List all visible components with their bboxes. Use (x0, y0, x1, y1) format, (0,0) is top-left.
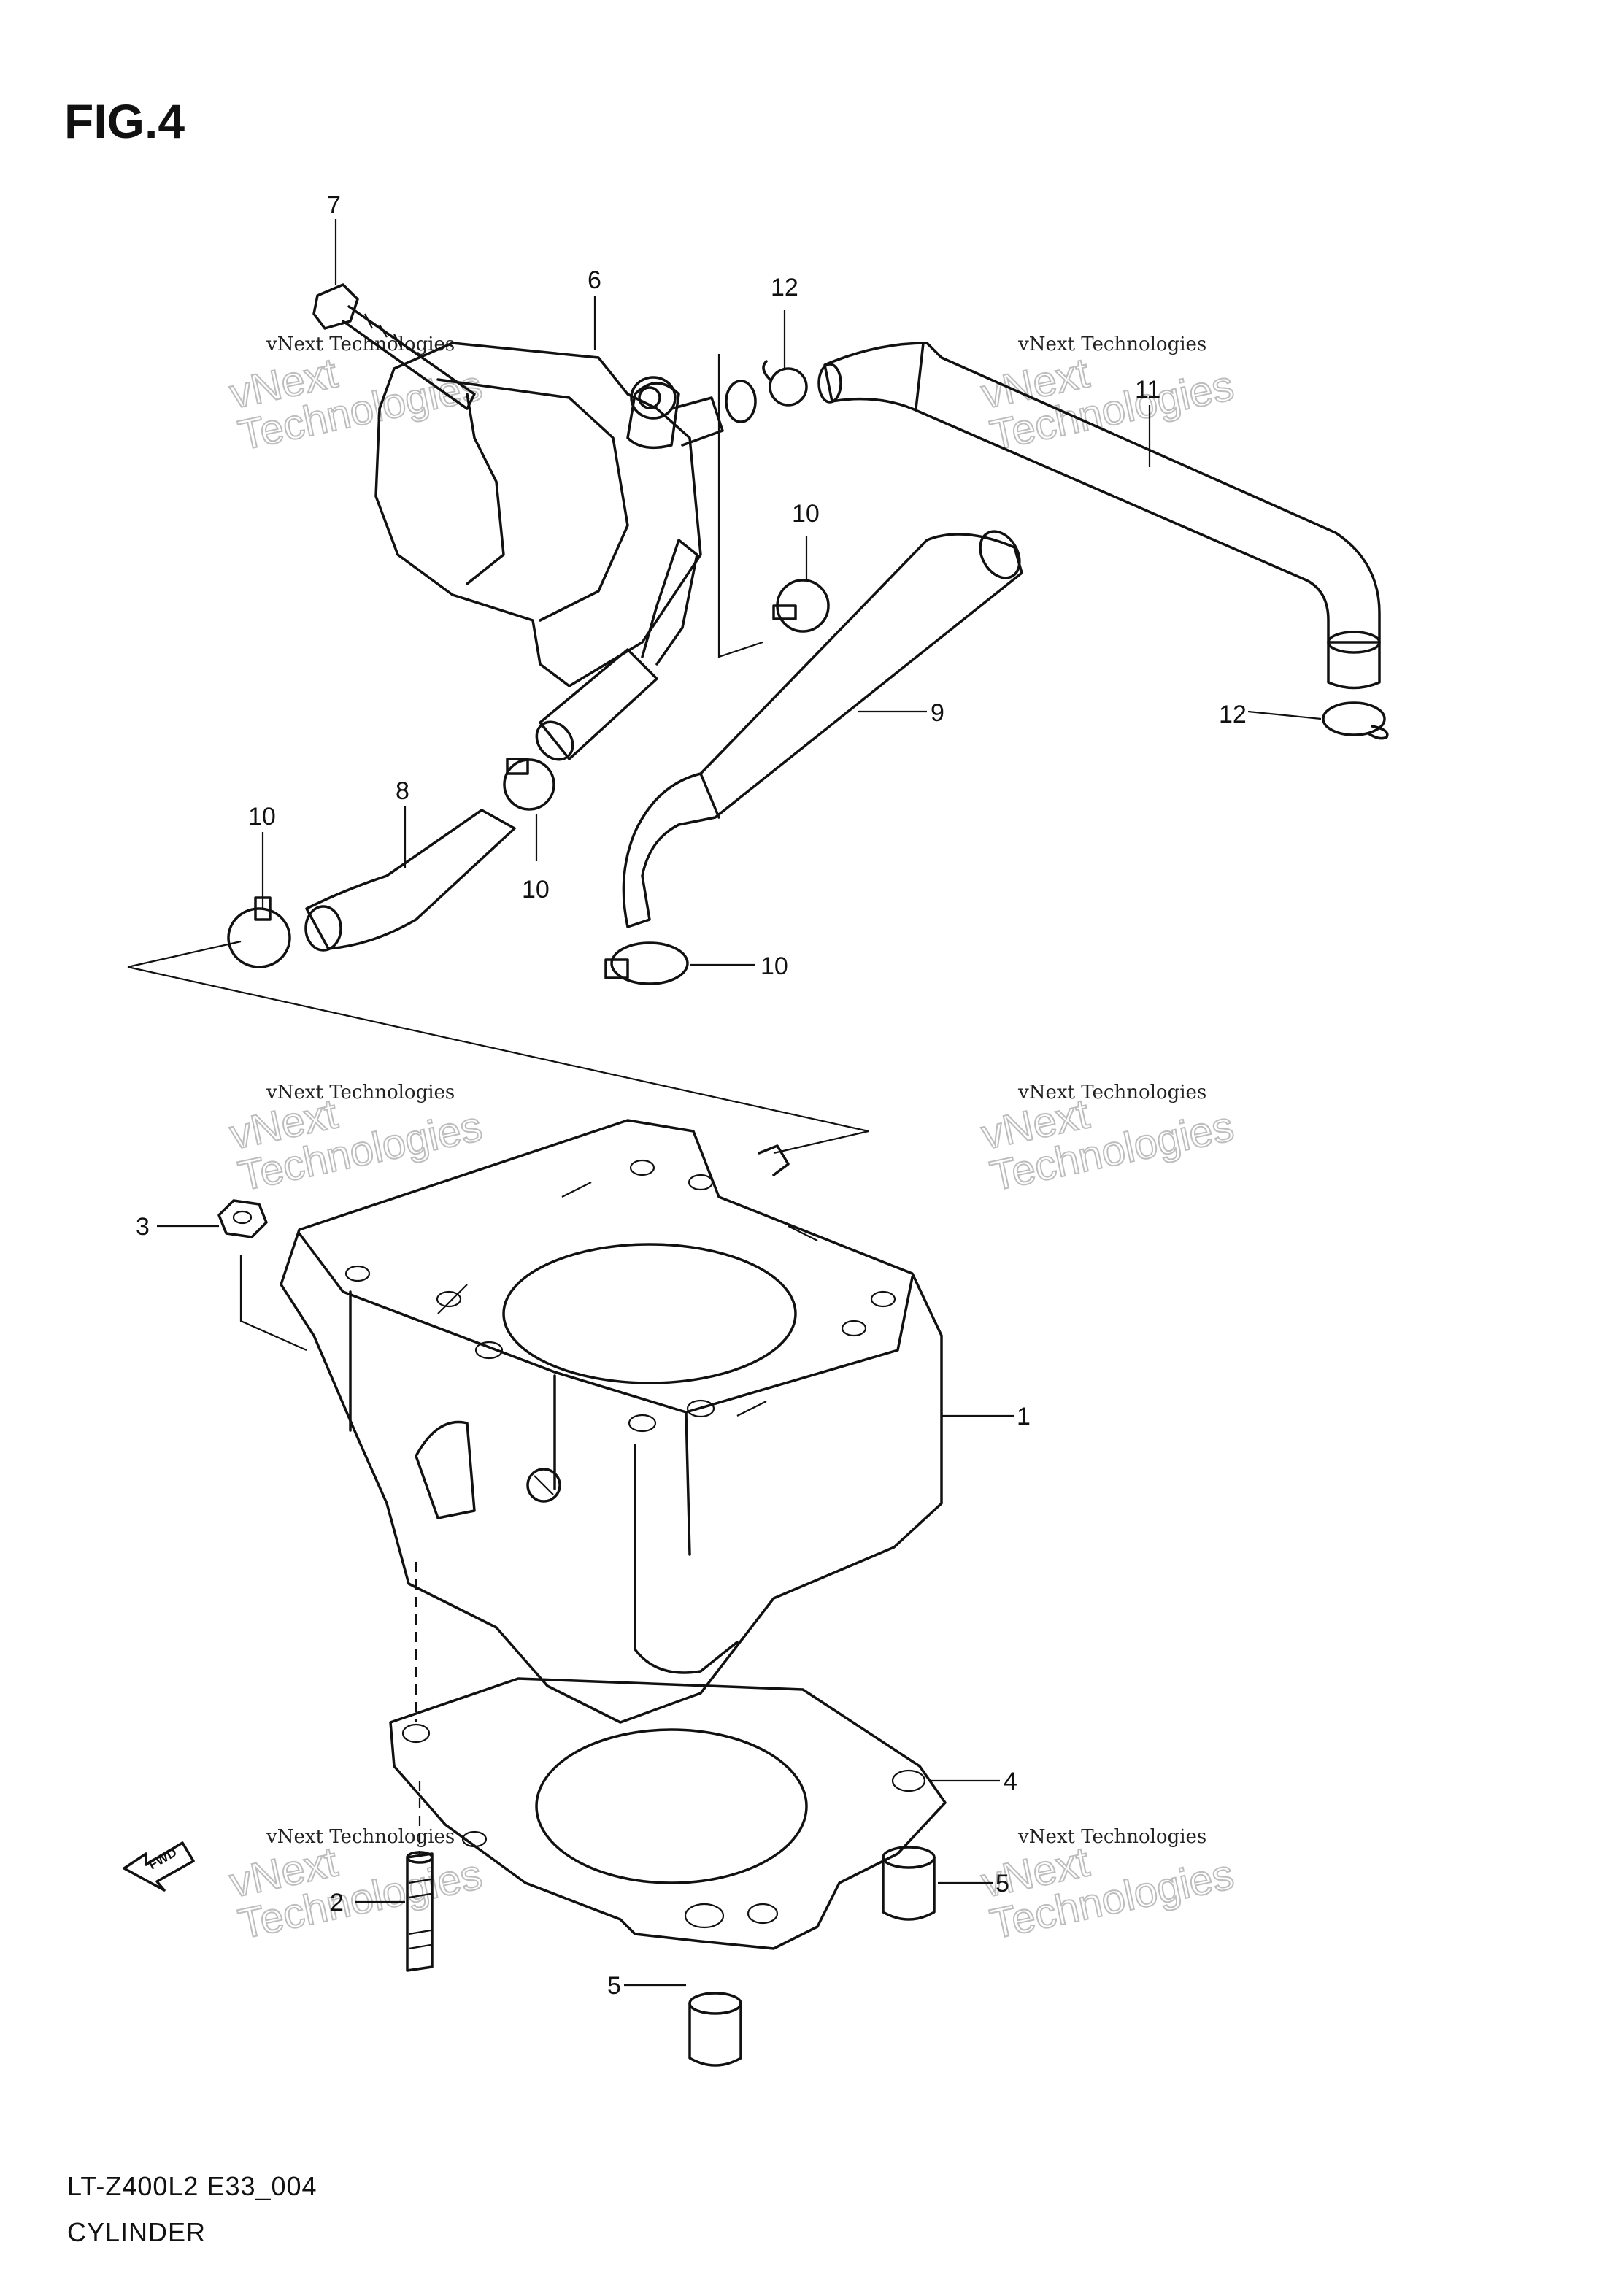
model-code: LT-Z400L2 E33_004 (67, 2171, 317, 2201)
callout-1: 1 (1017, 1403, 1031, 1430)
part-5-dowel-a (882, 1846, 936, 1921)
part-12-clip-right (1322, 701, 1389, 740)
watermark-group: vNextTechnologies vNext Technologies vNe… (225, 334, 1239, 1949)
watermark-small-text: vNext Technologies (1017, 1826, 1206, 1848)
watermark: vNextTechnologies vNext Technologies (977, 1826, 1239, 1949)
part-10-clamp-c (227, 896, 291, 968)
callout-10-lower: 10 (761, 952, 788, 980)
watermark-small-text: vNext Technologies (266, 334, 455, 355)
callout-7: 7 (327, 191, 341, 219)
watermark-small-text: vNext Technologies (266, 1826, 455, 1848)
watermark-small-text: vNext Technologies (1017, 1082, 1206, 1103)
watermark: vNextTechnologies vNext Technologies (225, 334, 487, 460)
part-6-air-valve (374, 342, 724, 687)
callout-12-right: 12 (1219, 701, 1247, 728)
callout-12-upper: 12 (771, 274, 798, 301)
watermark: vNextTechnologies vNext Technologies (225, 1826, 487, 1949)
part-group-name: CYLINDER (67, 2217, 207, 2247)
callout-10-upper: 10 (792, 500, 820, 528)
callout-8: 8 (396, 777, 409, 805)
callout-2: 2 (330, 1889, 344, 1916)
part-1-cylinder (280, 1119, 943, 1724)
part-4-gasket (389, 1677, 947, 1950)
valve-outlet-hose (535, 648, 658, 761)
callout-5-right: 5 (996, 1870, 1009, 1898)
callout-3: 3 (136, 1213, 150, 1241)
callout-5-lower: 5 (607, 1972, 621, 2000)
part-10-clamp-a (772, 579, 830, 633)
part-9-hose (622, 530, 1023, 928)
watermark-small-text: vNext Technologies (266, 1082, 455, 1103)
fwd-arrow-icon: FWD (123, 1841, 195, 1892)
leader-lines (127, 219, 1322, 1987)
part-3-nut (217, 1199, 268, 1238)
part-10-clamp-d (604, 941, 689, 985)
callout-labels: 7 6 12 11 10 9 12 8 10 10 10 1 3 4 2 5 5 (136, 191, 1247, 2000)
callout-10-middle: 10 (522, 876, 550, 904)
part-7-bolt (312, 283, 476, 410)
callout-4: 4 (1004, 1768, 1017, 1795)
fwd-arrow-label: FWD (146, 1845, 179, 1873)
figure-title: FIG.4 (64, 94, 185, 148)
callout-11: 11 (1135, 376, 1160, 404)
part-11-hose (817, 342, 1381, 690)
part-5-dowel-b (688, 1992, 742, 2067)
watermark-small-text: vNext Technologies (1017, 334, 1206, 355)
callout-6: 6 (588, 266, 601, 294)
part-12-clip-upper (725, 360, 808, 423)
watermark: vNextTechnologies vNext Technologies (977, 1082, 1239, 1201)
callout-9: 9 (931, 699, 944, 727)
part-10-clamp-b (503, 758, 555, 811)
callout-10-left: 10 (248, 803, 276, 831)
part-8-hose (304, 809, 516, 952)
